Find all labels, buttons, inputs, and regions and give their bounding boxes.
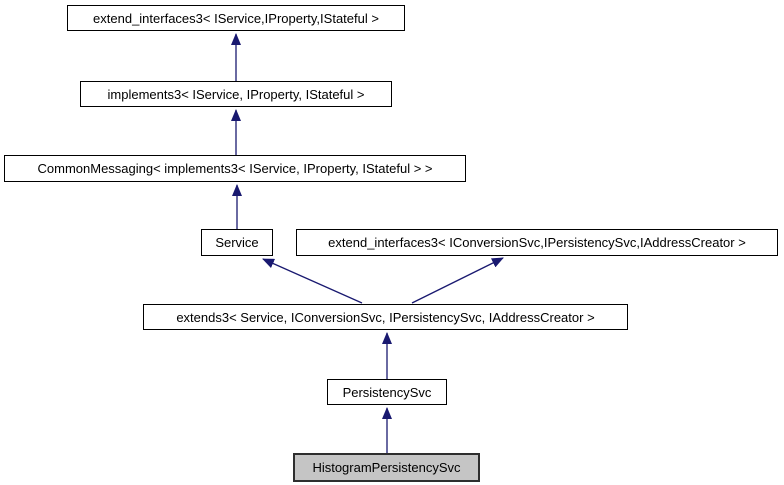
node-histogrampersistencysvc-current: HistogramPersistencySvc: [293, 453, 480, 482]
node-service[interactable]: Service: [201, 229, 273, 256]
node-extend-interfaces3-iconversionsvc[interactable]: extend_interfaces3< IConversionSvc,IPers…: [296, 229, 778, 256]
node-extend-interfaces3-iservice[interactable]: extend_interfaces3< IService,IProperty,I…: [67, 5, 405, 31]
node-implements3[interactable]: implements3< IService, IProperty, IState…: [80, 81, 392, 107]
edge-extends3-to-extend-interfaces3-conversion: [411, 257, 504, 304]
node-persistencysvc[interactable]: PersistencySvc: [327, 379, 447, 405]
edge-extends3-to-service: [262, 258, 363, 304]
node-extends3[interactable]: extends3< Service, IConversionSvc, IPers…: [143, 304, 628, 330]
node-commonmessaging[interactable]: CommonMessaging< implements3< IService, …: [4, 155, 466, 182]
